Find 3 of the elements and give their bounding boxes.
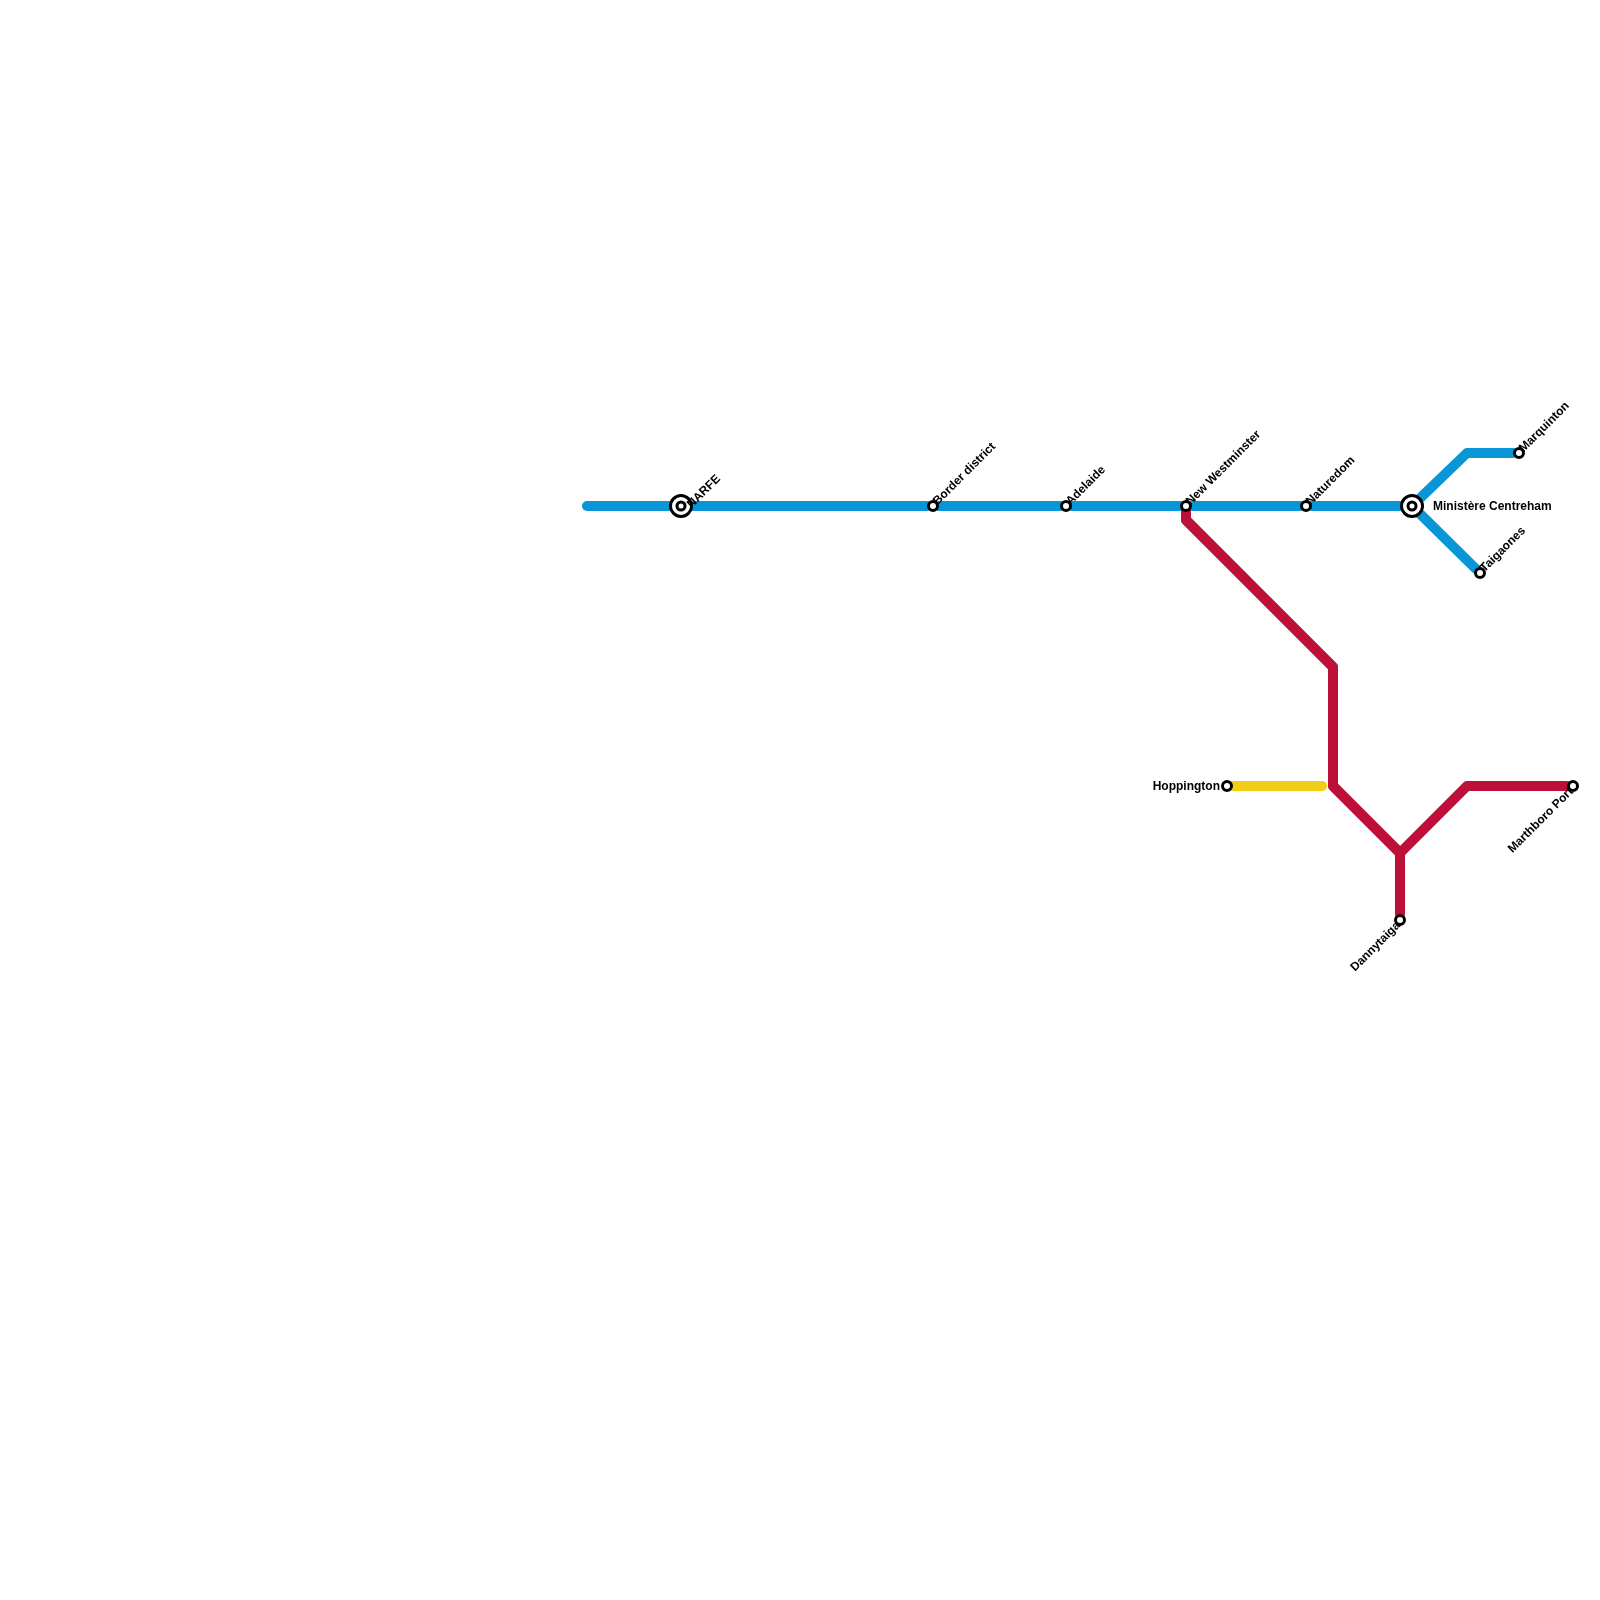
route-line [1415, 509, 1481, 574]
station-label: Ministère Centreham [1433, 500, 1552, 512]
station-label: Hoppington [1152, 780, 1220, 792]
